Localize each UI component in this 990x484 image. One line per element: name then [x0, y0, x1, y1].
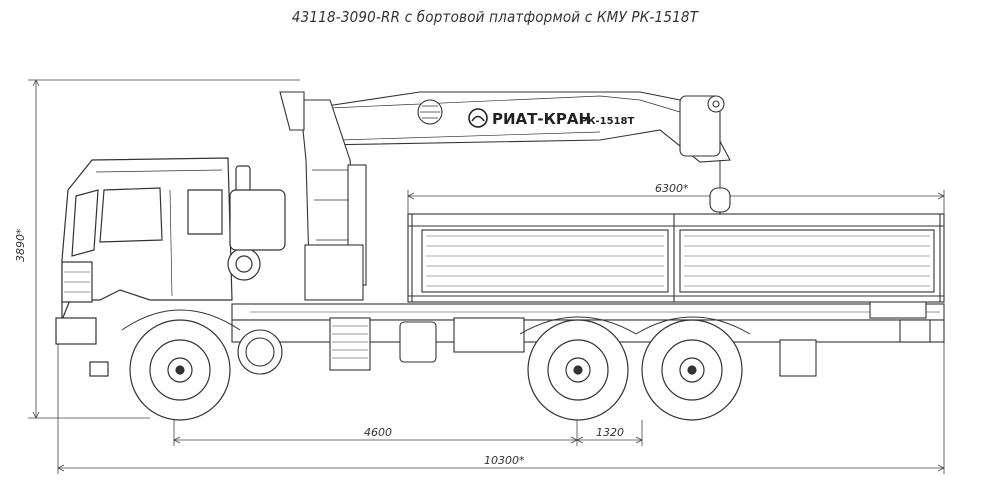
dimension-lines: [28, 79, 945, 474]
crane-model-label: РК-1518Т: [580, 116, 634, 127]
drawing-title: 43118-3090-RR с бортовой платформой с КМ…: [291, 8, 699, 26]
dim-platform-length-label: 6300*: [655, 182, 689, 195]
crane-brand-label: РИАТ-КРАН: [492, 110, 591, 128]
crane-boom: [279, 91, 731, 301]
dim-height-label: 3890*: [14, 228, 27, 262]
rear-wheel-2: [641, 319, 743, 421]
front-wheel: [129, 319, 231, 421]
wheel-arches: [121, 309, 751, 335]
dim-wheelbase-front-label: 4600: [364, 426, 392, 439]
dim-wheelbase-rear-label: 1320: [596, 426, 624, 439]
truck-cab: [55, 157, 286, 377]
crane-brand-plate: РИАТ-КРАН РК-1518Т: [468, 108, 634, 128]
dim-overall-length-label: 10300*: [484, 454, 525, 467]
rear-wheel-1: [527, 319, 629, 421]
cargo-platform: [407, 213, 945, 303]
